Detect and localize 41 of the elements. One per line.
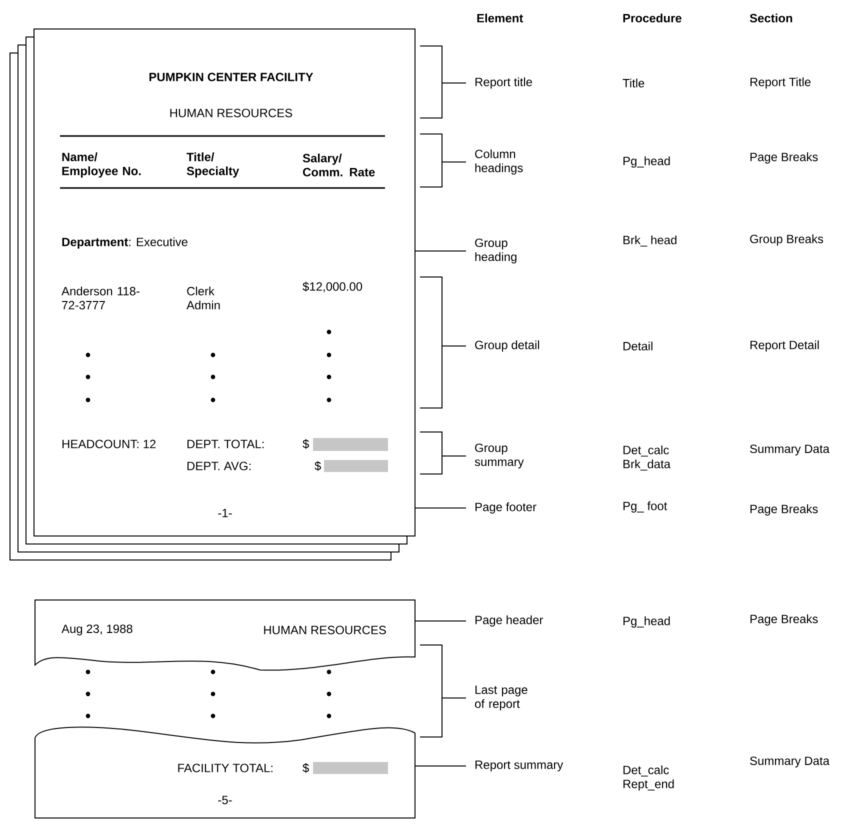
section-name: Report Title (750, 77, 811, 89)
total-label: FACILITY TOTAL: (178, 764, 272, 772)
element-label: Column headings (475, 149, 523, 175)
leader-line (415, 620, 466, 622)
procedure-name: Pg_head (624, 156, 670, 168)
column-header: Procedure (623, 14, 682, 22)
section-name: Summary Data (750, 756, 830, 768)
bracket (420, 134, 442, 188)
procedure-name: Detail (624, 342, 652, 350)
section-name: Page Breaks (750, 614, 818, 626)
bracket (420, 276, 442, 408)
page-number: -5- (218, 796, 232, 804)
report-date: Aug 23, 1988 (62, 624, 132, 636)
column-header: Element (477, 14, 524, 22)
element-label: Group summary (474, 444, 524, 468)
element-label: Page footer (476, 502, 536, 514)
leader-line (442, 82, 466, 84)
element-label: Group heading (475, 238, 516, 264)
bracket (420, 432, 442, 474)
procedure-name: Pg_head (624, 616, 670, 628)
section-name: Group Breaks (750, 234, 824, 246)
procedure-name: Det_calc Brk_data (624, 445, 671, 471)
section-name: Summary Data (750, 444, 830, 456)
element-label: Report summary (476, 760, 564, 772)
element-label: Last page of report (475, 686, 528, 710)
bracket (420, 46, 442, 118)
column-header: Section (750, 14, 792, 22)
leader-line (415, 250, 466, 252)
element-label: Report title (476, 77, 532, 89)
procedure-name: Pg_ foot (624, 501, 668, 513)
section-name: Report Detail (750, 340, 819, 352)
bracket (420, 644, 442, 738)
report-subtitle: HUMAN RESOURCES (264, 626, 386, 634)
section-name: Page Breaks (750, 504, 818, 516)
element-label: Page header (476, 615, 543, 627)
procedure-name: Title (622, 78, 644, 88)
procedure-name: Brk_ head (624, 235, 676, 247)
currency-sign: $ (302, 763, 309, 773)
element-label: Group detail (475, 340, 540, 352)
section-name: Page Breaks (750, 152, 818, 164)
procedure-name: Det_calc Rept_end (624, 765, 674, 791)
